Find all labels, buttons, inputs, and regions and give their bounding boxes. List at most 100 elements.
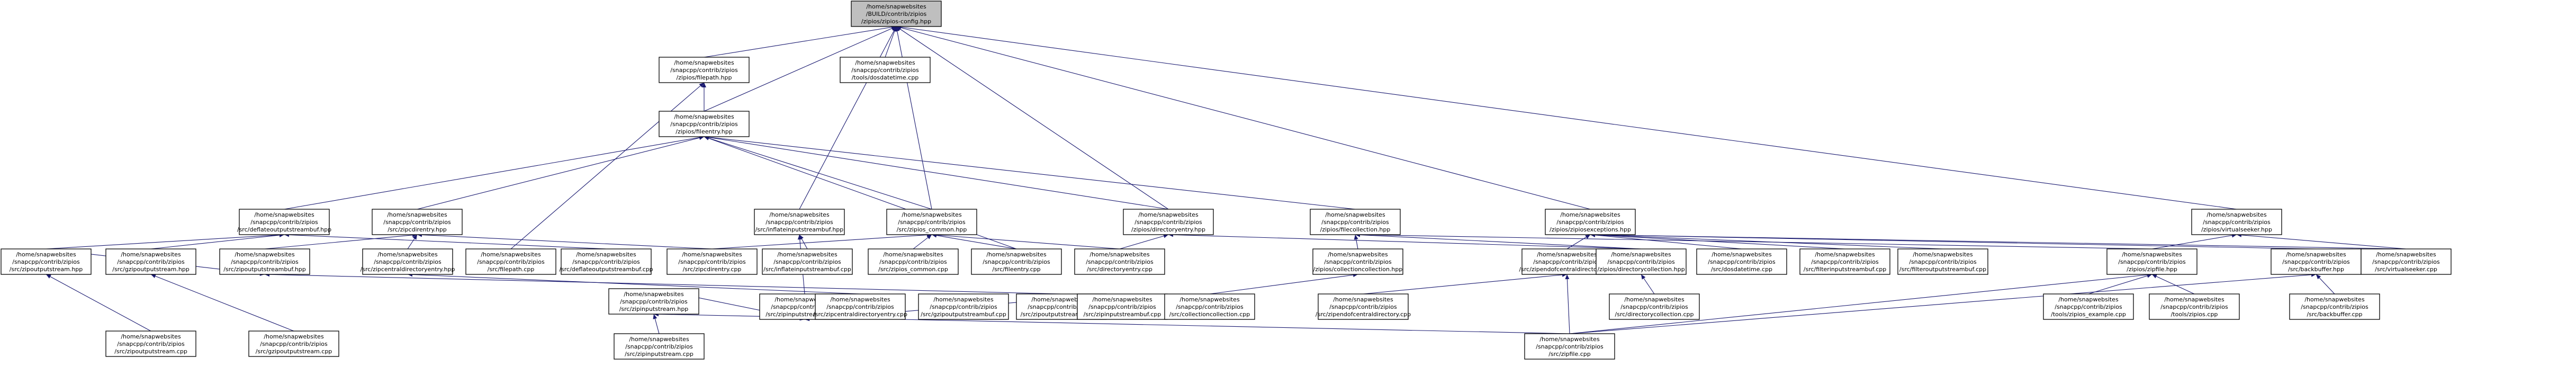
file-node[interactable]: /home/snapwebsites/snapcpp/contrib/zipio… bbox=[465, 248, 556, 275]
file-node[interactable]: /home/snapwebsites/snapcpp/contrib/zipio… bbox=[248, 331, 339, 357]
node-label-line: /home/snapwebsites bbox=[576, 251, 636, 258]
node-label-line: /snapcpp/contrib/zipios bbox=[2372, 258, 2440, 265]
file-node[interactable]: /home/snapwebsites/snapcpp/contrib/zipio… bbox=[361, 248, 455, 275]
file-node[interactable]: /home/snapwebsites/snapcpp/contrib/zipio… bbox=[754, 209, 845, 235]
file-node[interactable]: /home/snapwebsites/snapcpp/contrib/zipio… bbox=[1312, 248, 1403, 275]
file-node[interactable]: /home/snapwebsites/snapcpp/contrib/zipio… bbox=[372, 209, 463, 235]
dependency-edge bbox=[702, 83, 706, 111]
file-node[interactable]: /home/snapwebsites/snapcpp/contrib/zipio… bbox=[2191, 209, 2282, 235]
file-node[interactable]: /home/snapwebsites/snapcpp/contrib/zipio… bbox=[1609, 293, 1700, 320]
node-label-line: /src/zipios_common.cpp bbox=[878, 266, 948, 273]
node-label-line: /src/collectioncollection.cpp bbox=[1169, 311, 1250, 318]
arrowhead bbox=[1565, 274, 1570, 280]
file-node[interactable]: /home/snapwebsites/snapcpp/contrib/zipio… bbox=[886, 209, 977, 235]
node-label-line: /zipios/directoryentry.hpp bbox=[1131, 226, 1205, 233]
file-node[interactable]: /home/snapwebsites/snapcpp/contrib/zipio… bbox=[918, 293, 1009, 320]
node-label-line: /home/snapwebsites bbox=[1031, 296, 1092, 303]
arrowhead bbox=[799, 235, 804, 240]
node-label-line: /snapcpp/contrib/zipios bbox=[231, 258, 299, 265]
arrowhead bbox=[1585, 235, 1590, 239]
file-node[interactable]: /home/snapwebsites/snapcpp/contrib/zipio… bbox=[2361, 248, 2452, 275]
node-label-line: /home/snapwebsites bbox=[1537, 251, 1597, 258]
node-label-line: /home/snapwebsites bbox=[2058, 296, 2119, 303]
file-node[interactable]: /home/snapwebsites/snapcpp/contrib/zipio… bbox=[1897, 248, 1988, 275]
node-label-line: /src/zipinputstream.cpp bbox=[625, 351, 693, 358]
file-node[interactable]: /home/snapwebsites/snapcpp/contrib/zipio… bbox=[2289, 293, 2380, 320]
node-label-line: /home/snapwebsites bbox=[1089, 251, 1150, 258]
arrowhead bbox=[151, 274, 156, 279]
node-label-line: /snapcpp/contrib/zipios bbox=[670, 67, 738, 74]
file-node[interactable]: /home/snapwebsites/snapcpp/contrib/zipio… bbox=[614, 333, 705, 360]
file-node[interactable]: /home/snapwebsites/snapcpp/contrib/zipio… bbox=[559, 248, 653, 275]
dependency-edge bbox=[150, 274, 294, 332]
file-node[interactable]: /home/snapwebsites/snapcpp/contrib/zipio… bbox=[2106, 248, 2197, 275]
file-node[interactable]: /home/snapwebsites/snapcpp/contrib/zipio… bbox=[237, 209, 331, 235]
file-node[interactable]: /home/snapwebsites/snapcpp/contrib/zipio… bbox=[659, 57, 750, 83]
node-label-line: /home/snapwebsites bbox=[2206, 211, 2267, 218]
arrowhead bbox=[1354, 235, 1358, 240]
node-label-line: /home/snapwebsites bbox=[254, 211, 314, 218]
node-label-line: /home/snapwebsites bbox=[2304, 296, 2365, 303]
node-label-line: /src/filteroutputstreambuf.cpp bbox=[1899, 266, 1986, 273]
file-node[interactable]: /home/snapwebsites/snapcpp/contrib/zipio… bbox=[105, 331, 196, 357]
node-label-line: /home/snapwebsites bbox=[2376, 251, 2436, 258]
arrowhead bbox=[699, 83, 704, 87]
node-label-line: /src/deflateoutputstreambuf.cpp bbox=[559, 266, 653, 273]
dependency-edge bbox=[2088, 273, 2152, 294]
node-label-line: /home/snapwebsites bbox=[16, 251, 76, 258]
node-label-line: /src/zipcentraldirectoryentry.hpp bbox=[361, 266, 455, 273]
dependency-edge bbox=[799, 234, 808, 249]
file-node[interactable]: /home/snapwebsites/snapcpp/contrib/zipio… bbox=[2271, 248, 2362, 275]
node-label-line: /home/snapwebsites bbox=[121, 333, 181, 340]
node-label-line: /snapcpp/contrib/zipios bbox=[1329, 303, 1397, 310]
file-node[interactable]: /home/snapwebsites/snapcpp/contrib/zipio… bbox=[762, 248, 853, 275]
file-node[interactable]: /home/snapwebsites/snapcpp/contrib/zipio… bbox=[1524, 333, 1615, 360]
file-node[interactable]: /home/snapwebsites/snapcpp/contrib/zipio… bbox=[813, 293, 907, 320]
node-label-line: /home/snapwebsites bbox=[830, 296, 890, 303]
file-node[interactable]: /home/snapwebsites/snapcpp/contrib/zipio… bbox=[219, 248, 310, 275]
dependency-edge bbox=[704, 26, 897, 112]
node-label-line: /snapcpp/contrib/zipios bbox=[477, 258, 545, 265]
graph-edges bbox=[46, 25, 2407, 334]
node-label-line: /snapcpp/contrib/zipios bbox=[2160, 303, 2228, 310]
file-node[interactable]: /home/snapwebsites/snapcpp/contrib/zipio… bbox=[1123, 209, 1214, 235]
arrowhead bbox=[702, 83, 706, 87]
file-node[interactable]: /home/snapwebsites/snapcpp/contrib/zipio… bbox=[1799, 248, 1890, 275]
file-node[interactable]: /home/snapwebsites/snapcpp/contrib/zipio… bbox=[2149, 293, 2240, 320]
node-label-line: /zipios/zipfile.hpp bbox=[2127, 266, 2177, 273]
node-label-line: /snapcpp/contrib/zipios bbox=[765, 219, 833, 226]
node-label-line: /snapcpp/contrib/zipios bbox=[2301, 303, 2368, 310]
node-label-line: /zipios/collectioncollection.hpp bbox=[1313, 266, 1403, 273]
node-label-line: /snapcpp/contrib/zipios bbox=[1556, 219, 1624, 226]
dependency-edge bbox=[510, 82, 705, 249]
node-label-line: /snapcpp/contrib/zipios bbox=[983, 258, 1050, 265]
arrowhead bbox=[1641, 274, 1646, 280]
dependency-edge bbox=[711, 233, 932, 249]
file-node[interactable]: /home/snapwebsites/snapcpp/contrib/zipio… bbox=[1696, 248, 1787, 275]
file-node[interactable]: /home/snapwebsites/snapcpp/contrib/zipio… bbox=[105, 248, 196, 275]
file-node[interactable]: /home/snapwebsites/snapcpp/contrib/zipio… bbox=[868, 248, 959, 275]
file-node[interactable]: /home/snapwebsites/snapcpp/contrib/zipio… bbox=[608, 288, 699, 315]
file-node[interactable]: /home/snapwebsites/snapcpp/contrib/zipio… bbox=[1164, 293, 1255, 320]
file-node[interactable]: /home/snapwebsites/snapcpp/contrib/zipio… bbox=[1545, 209, 1636, 235]
file-node[interactable]: /home/snapwebsites/snapcpp/contrib/zipio… bbox=[1596, 248, 1687, 275]
dependency-edge bbox=[407, 234, 418, 249]
node-label-line: /snapcpp/contrib/zipios bbox=[1086, 258, 1154, 265]
dependency-edge bbox=[417, 233, 713, 249]
file-node[interactable]: /home/snapwebsites/snapcpp/contrib/zipio… bbox=[1, 248, 92, 275]
file-node[interactable]: /home/snapwebsites/snapcpp/contrib/zipio… bbox=[1316, 293, 1411, 320]
file-node[interactable]: /home/snapwebsites/snapcpp/contrib/zipio… bbox=[1077, 293, 1168, 320]
file-node[interactable]: /home/snapwebsites/snapcpp/contrib/zipio… bbox=[659, 111, 750, 137]
file-node[interactable]: /home/snapwebsites/snapcpp/contrib/zipio… bbox=[2043, 293, 2134, 320]
file-node[interactable]: /home/snapwebsites/snapcpp/contrib/zipio… bbox=[666, 248, 758, 275]
node-label-line: /zipios/directorycollection.hpp bbox=[1597, 266, 1685, 273]
dependency-edge bbox=[896, 26, 1169, 210]
file-node[interactable]: /home/snapwebsites/snapcpp/contrib/zipio… bbox=[1310, 209, 1401, 235]
dependency-edge bbox=[1168, 233, 1642, 249]
node-label-line: /home/snapwebsites bbox=[1624, 296, 1685, 303]
node-label-line: /src/directorycollection.cpp bbox=[1615, 311, 1694, 318]
file-node[interactable]: /home/snapwebsites/snapcpp/contrib/zipio… bbox=[1074, 248, 1165, 275]
file-node[interactable]: /home/snapwebsites/snapcpp/contrib/zipio… bbox=[971, 248, 1062, 275]
file-node[interactable]: /home/snapwebsites/snapcpp/contrib/zipio… bbox=[840, 57, 931, 83]
node-label-line: /home/snapwebsites bbox=[674, 59, 734, 66]
